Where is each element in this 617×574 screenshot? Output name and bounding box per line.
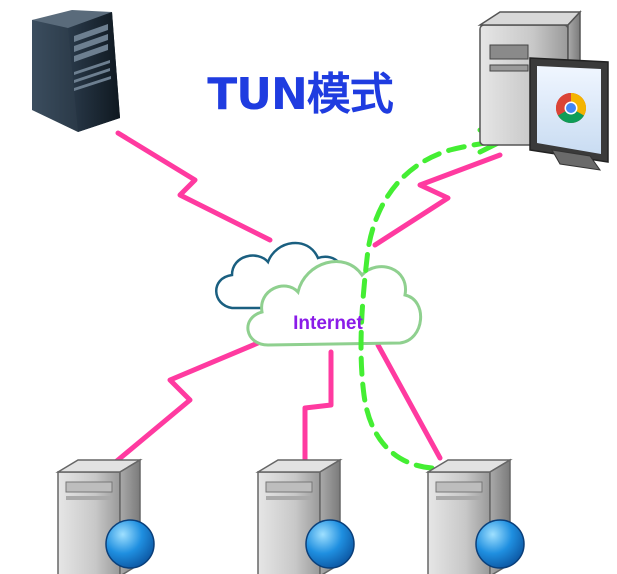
link-desktop-to-cloud [372, 152, 503, 248]
tower-front [68, 12, 120, 132]
web-server-right [425, 458, 525, 574]
web-server-icon [425, 458, 525, 574]
link-server-mid-to-cloud [302, 349, 334, 465]
web-server-left [55, 458, 155, 574]
globe-icon [475, 519, 525, 569]
web-server-icon [55, 458, 155, 574]
tower-drive-bays [74, 24, 111, 91]
diagram-title: TUN模式 [207, 69, 394, 120]
cloud-front [246, 259, 422, 347]
tunnel-curve [358, 139, 498, 471]
web-server-middle [255, 458, 355, 574]
monitor-stand [551, 149, 602, 171]
desktop-browser-icon [477, 10, 609, 171]
desktop-drive-slot-2 [489, 64, 529, 72]
link-server-left-to-cloud [109, 340, 261, 468]
tower-top [32, 10, 112, 28]
link-server-right-to-cloud [375, 342, 443, 461]
link-tower-to-cloud [115, 130, 273, 243]
globe-icon [305, 519, 355, 569]
internet-label: Internet [293, 313, 363, 334]
desktop-tower-top [477, 11, 582, 26]
globe-icon [105, 519, 155, 569]
web-server-icon [255, 458, 355, 574]
network-links [109, 130, 503, 468]
chrome-icon [555, 93, 587, 124]
tower-server-icon [32, 10, 120, 132]
desktop-drive-slot [489, 44, 529, 60]
internet-cloud-icon [215, 241, 422, 347]
